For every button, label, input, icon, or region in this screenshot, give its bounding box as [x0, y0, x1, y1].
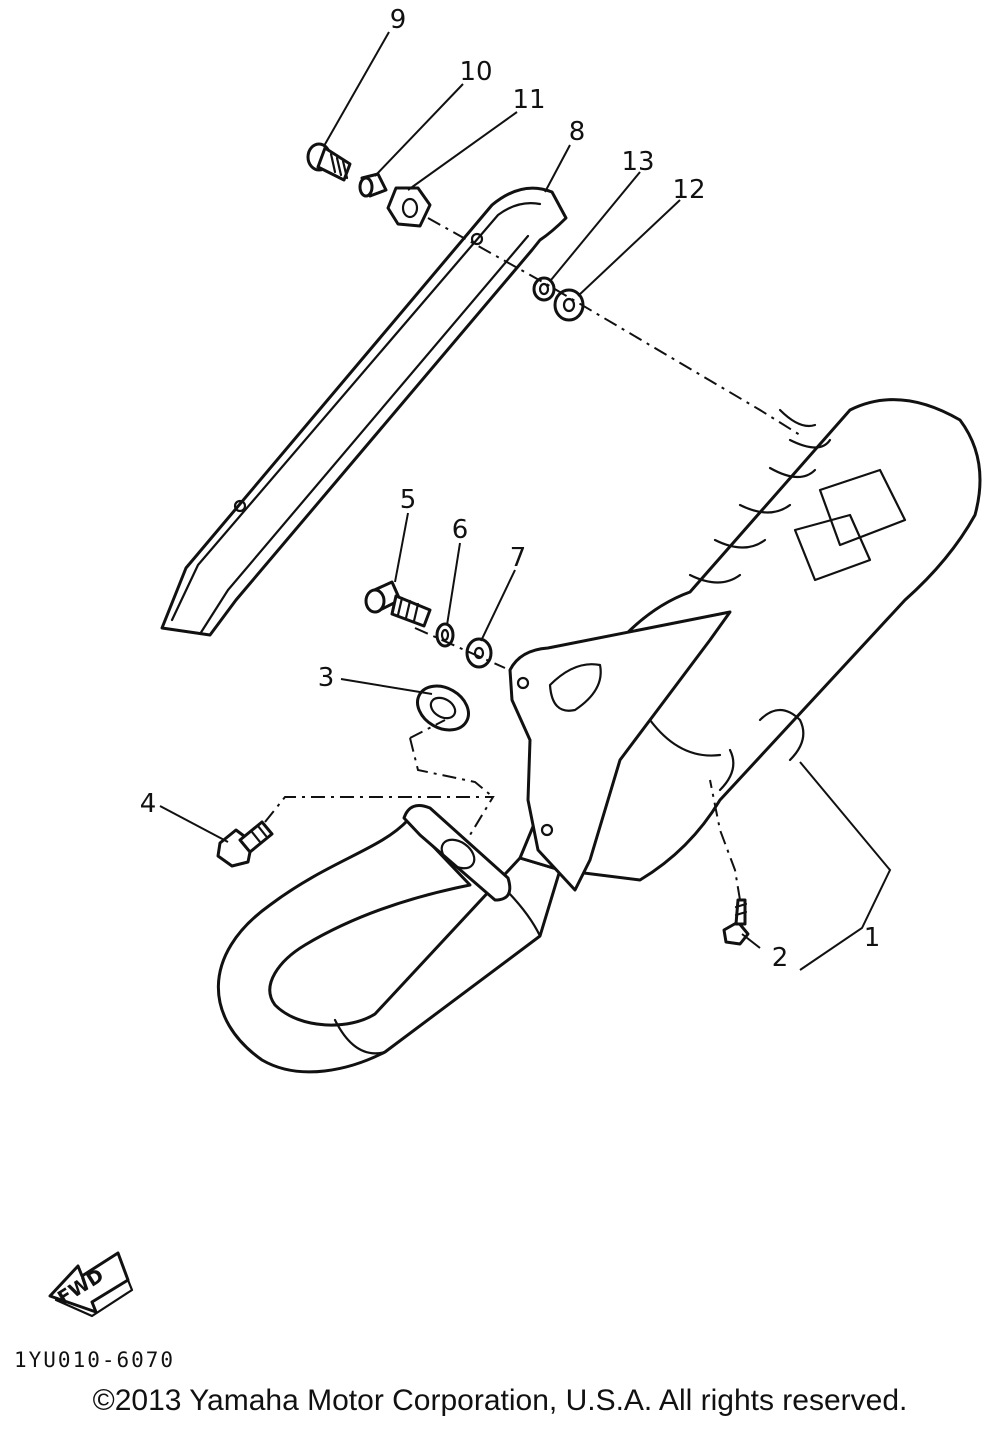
callout-13: 13: [621, 147, 654, 177]
bolt-4: [216, 820, 274, 868]
callout-2: 2: [772, 943, 789, 973]
mounting-bracket: [508, 610, 732, 892]
collar-10: [358, 172, 388, 198]
pipe-flange: [402, 804, 512, 902]
callout-3: 3: [318, 663, 335, 693]
callout-6: 6: [452, 515, 469, 545]
bolt-9: [306, 142, 352, 182]
heat-protector: [160, 186, 568, 637]
diagram-code: 1YU010-6070: [14, 1348, 176, 1372]
leader-lines: [159, 31, 892, 971]
exhaust-pipe: [217, 818, 562, 1074]
washer-13: [532, 276, 556, 302]
damper-11: [386, 186, 432, 228]
callout-8: 8: [569, 117, 586, 147]
callout-9: 9: [390, 5, 407, 35]
washer-7: [465, 637, 493, 669]
washer-12: [553, 288, 585, 322]
callout-7: 7: [510, 543, 527, 573]
washer-6: [435, 622, 455, 648]
copyright-notice: ©2013 Yamaha Motor Corporation, U.S.A. A…: [92, 1384, 908, 1417]
callout-12: 12: [672, 175, 705, 205]
callout-4: 4: [140, 789, 157, 819]
callout-10: 10: [459, 57, 492, 87]
callout-11: 11: [512, 85, 545, 115]
callout-5: 5: [400, 485, 417, 515]
muffler: [518, 398, 982, 882]
bolt-5: [364, 580, 432, 628]
screw-2: [722, 898, 750, 946]
assembly-lines: [264, 217, 801, 901]
gasket-3: [416, 684, 470, 732]
callout-1: 1: [864, 923, 881, 953]
fwd-arrow-icon: FWD: [48, 1251, 134, 1318]
